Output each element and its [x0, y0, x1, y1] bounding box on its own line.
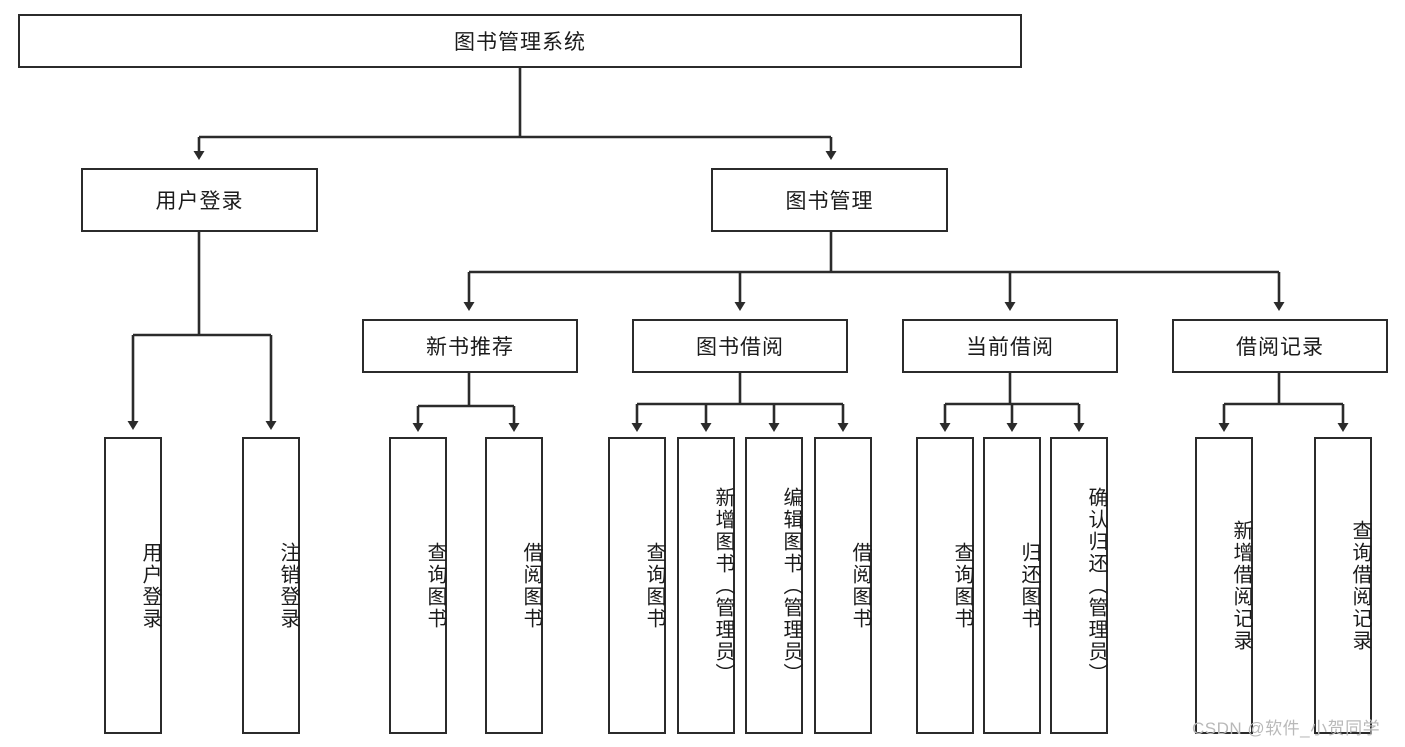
leaf-user-login[interactable]: 用户登录 [104, 437, 162, 734]
node-label: 图书借阅 [696, 336, 784, 359]
node-label: 用户登录 [155, 190, 244, 213]
leaf-query-borrow-record[interactable]: 查询借阅记录 [1314, 437, 1372, 734]
node-borrow-record[interactable]: 借阅记录 [1172, 319, 1388, 373]
leaf-query-book-current[interactable]: 查询图书 [916, 437, 974, 734]
node-label: 新书推荐 [426, 336, 514, 359]
node-label: 确认归还（管理员） [1085, 486, 1107, 685]
leaf-query-book-borrow[interactable]: 查询图书 [608, 437, 666, 734]
leaf-add-book[interactable]: 新增图书（管理员） [677, 437, 735, 734]
leaf-logout-login[interactable]: 注销登录 [242, 437, 300, 734]
node-label: 编辑图书（管理员） [780, 486, 802, 685]
node-label: 借阅图书 [849, 541, 871, 630]
node-label: 图书管理 [785, 190, 874, 213]
node-label: 借阅记录 [1236, 336, 1324, 359]
node-label: 查询图书 [951, 541, 973, 630]
leaf-query-book-recommend[interactable]: 查询图书 [389, 437, 447, 734]
node-label: 归还图书 [1018, 541, 1040, 630]
node-label: 查询图书 [424, 541, 446, 630]
node-book-management-system[interactable]: 图书管理系统 [18, 14, 1022, 68]
leaf-confirm-return[interactable]: 确认归还（管理员） [1050, 437, 1108, 734]
node-label: 新增借阅记录 [1230, 519, 1252, 652]
leaf-edit-book[interactable]: 编辑图书（管理员） [745, 437, 803, 734]
watermark-text: CSDN @软件_小贺同学 [1192, 719, 1381, 738]
leaf-borrow-book-recommend[interactable]: 借阅图书 [485, 437, 543, 734]
node-new-book-recommend[interactable]: 新书推荐 [362, 319, 578, 373]
node-label: 查询借阅记录 [1349, 519, 1371, 652]
node-label: 用户登录 [139, 541, 161, 630]
node-label: 注销登录 [277, 541, 299, 630]
node-book-management[interactable]: 图书管理 [711, 168, 948, 232]
leaf-return-book[interactable]: 归还图书 [983, 437, 1041, 734]
node-user-login[interactable]: 用户登录 [81, 168, 318, 232]
node-label: 查询图书 [643, 541, 665, 630]
node-current-borrow[interactable]: 当前借阅 [902, 319, 1118, 373]
leaf-borrow-book[interactable]: 借阅图书 [814, 437, 872, 734]
node-label: 图书管理系统 [454, 31, 586, 54]
node-label: 新增图书（管理员） [712, 486, 734, 685]
node-label: 当前借阅 [966, 336, 1054, 359]
leaf-add-borrow-record[interactable]: 新增借阅记录 [1195, 437, 1253, 734]
node-label: 借阅图书 [520, 541, 542, 630]
node-book-borrow[interactable]: 图书借阅 [632, 319, 848, 373]
